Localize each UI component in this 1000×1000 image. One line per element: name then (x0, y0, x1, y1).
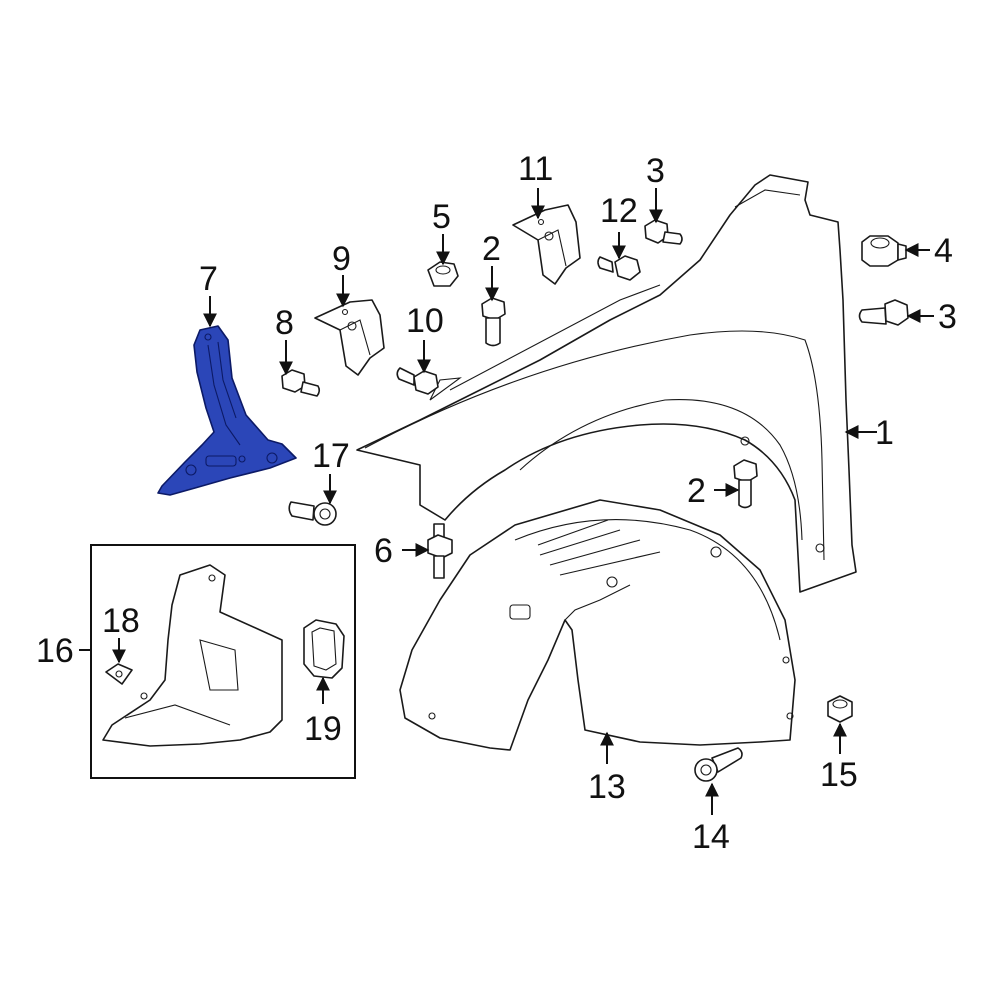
clip-part-18[interactable] (105, 663, 133, 685)
callout-13: 13 (588, 768, 626, 806)
bolt-part-2-right[interactable] (733, 459, 758, 509)
callout-3-top: 3 (646, 152, 665, 190)
bolt-part-3-top[interactable] (644, 219, 683, 245)
callout-7: 7 (199, 260, 218, 298)
inset-box (90, 544, 356, 779)
nut-part-15[interactable] (827, 695, 853, 723)
bolt-part-2-top[interactable] (481, 297, 506, 347)
fender-liner-part-13[interactable] (399, 499, 796, 751)
callout-2-right: 2 (687, 472, 706, 510)
callout-2-top: 2 (482, 230, 501, 268)
bolt-part-10[interactable] (396, 367, 439, 395)
stud-part-6[interactable] (427, 523, 453, 579)
bracket-part-9[interactable] (314, 299, 385, 376)
callout-9: 9 (332, 240, 351, 278)
callout-17: 17 (312, 437, 350, 475)
bracket-part-11[interactable] (512, 204, 581, 285)
leader-lines (79, 188, 934, 815)
callout-16: 16 (36, 632, 74, 670)
seal-part-19[interactable] (303, 619, 345, 679)
bolt-part-17[interactable] (288, 501, 337, 526)
splash-shield-part-7[interactable] (157, 325, 297, 496)
callout-5: 5 (432, 198, 451, 236)
callout-6: 6 (374, 532, 393, 570)
nut-part-4[interactable] (861, 235, 907, 267)
callout-10: 10 (406, 302, 444, 340)
liner-extension-part-16[interactable] (102, 564, 283, 747)
callout-14: 14 (692, 818, 730, 856)
callout-3-right: 3 (938, 298, 957, 336)
callout-18: 18 (102, 602, 140, 640)
callout-12: 12 (600, 192, 638, 230)
callout-11: 11 (518, 150, 553, 188)
bolt-part-8[interactable] (281, 369, 321, 397)
fender-part-1[interactable] (356, 174, 857, 593)
bolt-part-14[interactable] (694, 747, 743, 782)
callout-15: 15 (820, 756, 858, 794)
bolt-part-12[interactable] (597, 255, 641, 281)
nut-part-5[interactable] (427, 261, 459, 287)
bolt-part-3-right[interactable] (858, 299, 909, 326)
callout-4: 4 (934, 232, 953, 270)
callout-8: 8 (275, 304, 294, 342)
callout-1: 1 (875, 414, 894, 452)
callout-19: 19 (304, 710, 342, 748)
